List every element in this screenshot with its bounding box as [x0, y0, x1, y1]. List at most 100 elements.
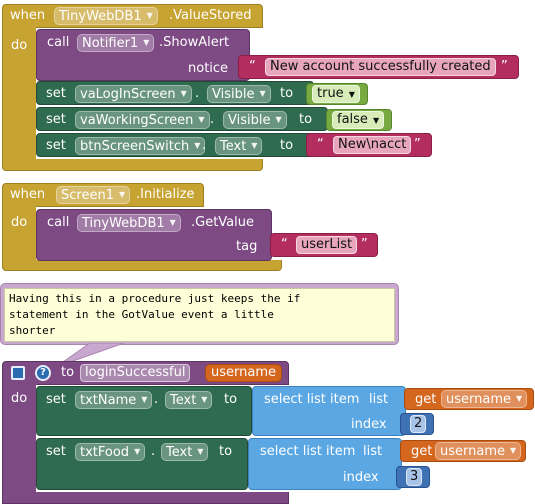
- to-keyword: to: [224, 392, 238, 407]
- procedure-block-loginsuccessful[interactable]: ? to loginSuccessful username do: [2, 361, 289, 504]
- text-block-newacct[interactable]: “ New\nacct ”: [306, 133, 432, 157]
- param-label-notice: notice: [188, 61, 229, 76]
- to-keyword: to: [280, 86, 294, 101]
- number-value-field[interactable]: 2: [410, 415, 427, 433]
- set-keyword: set: [46, 392, 66, 407]
- mutator-icon[interactable]: [11, 366, 25, 380]
- method-name: .ShowAlert: [159, 35, 230, 50]
- when-keyword: when: [10, 187, 46, 202]
- dropdown-arrow-icon: ▼: [134, 447, 141, 456]
- text-value-field[interactable]: New account successfully created: [265, 58, 496, 76]
- dot-separator: .: [151, 444, 156, 459]
- setter-block-txtfood-text[interactable]: set txtFood▼ . Text▼ to: [36, 438, 248, 490]
- logic-dropdown[interactable]: true ▼: [312, 85, 360, 103]
- index-label: index: [351, 417, 387, 432]
- component-dropdown[interactable]: btnScreenSwitch ▼: [75, 137, 206, 155]
- component-dropdown[interactable]: txtName▼: [75, 391, 153, 409]
- procedure-name-field[interactable]: loginSuccessful: [80, 364, 191, 382]
- property-dropdown[interactable]: Text ▼: [161, 443, 209, 461]
- dropdown-arrow-icon: ▼: [516, 394, 523, 403]
- get-variable-block[interactable]: get username▼: [400, 440, 526, 462]
- text-block-userlist[interactable]: “ userList ”: [270, 233, 378, 257]
- list-label: list: [369, 392, 389, 407]
- set-keyword: set: [46, 138, 66, 153]
- logic-dropdown[interactable]: false▼: [332, 111, 385, 129]
- variable-dropdown[interactable]: username ▼: [441, 390, 528, 408]
- close-quote: ”: [501, 59, 508, 74]
- logic-block-false[interactable]: false▼: [326, 109, 392, 131]
- get-variable-block[interactable]: get username▼: [404, 388, 534, 410]
- dot-separator: .: [154, 392, 159, 407]
- text-block-notice[interactable]: “ New account successfully created ”: [238, 55, 519, 79]
- call-keyword: call: [47, 215, 70, 230]
- open-quote: “: [281, 237, 288, 252]
- select-list-item-block[interactable]: select list item list index: [252, 386, 406, 436]
- component-label: vaLogInScreen: [80, 87, 176, 102]
- call-block-showalert[interactable]: call Notifier1▼ .ShowAlert notice: [36, 29, 250, 81]
- open-quote: “: [317, 137, 324, 152]
- component-label: txtFood: [80, 445, 130, 460]
- text-value-field[interactable]: New\nacct: [333, 136, 412, 154]
- property-dropdown[interactable]: Visible▼: [223, 111, 287, 129]
- close-quote: ”: [361, 237, 368, 252]
- text-value-field[interactable]: userList: [296, 236, 358, 254]
- dropdown-arrow-icon: ▼: [141, 395, 148, 404]
- variable-dropdown[interactable]: username▼: [435, 442, 522, 460]
- dropdown-arrow-icon: ▼: [510, 446, 517, 455]
- method-name: .GetValue: [191, 215, 255, 230]
- dropdown-arrow-icon: ▼: [194, 141, 201, 150]
- dropdown-arrow-icon: ▼: [118, 190, 126, 199]
- do-keyword: do: [11, 391, 28, 406]
- close-quote: ”: [414, 137, 421, 152]
- logic-label: true: [317, 86, 344, 101]
- to-keyword: to: [299, 112, 313, 127]
- dropdown-arrow-icon: ▼: [348, 90, 355, 99]
- dropdown-arrow-icon: ▼: [201, 395, 208, 404]
- property-dropdown[interactable]: Visible▼: [207, 85, 271, 103]
- index-label: index: [343, 470, 379, 485]
- component-dropdown-tinywebdb1[interactable]: TinyWebDB1▼: [77, 214, 181, 232]
- dropdown-arrow-icon: ▼: [198, 115, 205, 124]
- comment-text[interactable]: Having this in a procedure just keeps th…: [4, 288, 395, 342]
- component-dropdown-notifier1[interactable]: Notifier1 ▼: [77, 34, 155, 52]
- property-dropdown[interactable]: Text▼: [165, 391, 213, 409]
- component-label: Notifier1: [82, 36, 139, 51]
- component-label: TinyWebDB1: [82, 216, 165, 231]
- when-keyword: when: [10, 8, 46, 23]
- component-label: Screen1: [61, 188, 114, 203]
- event-block-initialize[interactable]: when Screen1▼ .Initialize do: [2, 183, 282, 271]
- event-block-valuestored[interactable]: when TinyWebDB1▼ .ValueStored do: [2, 4, 263, 171]
- dropdown-arrow-icon: ▼: [143, 38, 150, 47]
- dropdown-arrow-icon: ▼: [180, 89, 187, 98]
- setter-block-txtname-text[interactable]: set txtName▼ . Text▼ to: [36, 386, 252, 436]
- component-dropdown-tinywebdb1[interactable]: TinyWebDB1▼: [54, 7, 158, 25]
- select-list-item-label: select list item: [260, 444, 356, 459]
- component-dropdown[interactable]: vaWorkingScreen ▼: [75, 111, 210, 129]
- logic-block-true[interactable]: true ▼: [306, 83, 368, 105]
- component-label: btnScreenSwitch: [80, 139, 190, 154]
- property-label: Text: [166, 445, 193, 460]
- dot-separator: .: [202, 138, 207, 153]
- setter-block-btnscreenswitch-text[interactable]: set btnScreenSwitch ▼ . Text▼ to: [36, 133, 316, 157]
- component-label: vaWorkingScreen: [80, 113, 194, 128]
- component-label: TinyWebDB1: [59, 9, 142, 24]
- component-dropdown-screen1[interactable]: Screen1 ▼: [56, 186, 131, 204]
- dropdown-arrow-icon: ▼: [197, 447, 204, 456]
- event-name: .ValueStored: [169, 8, 252, 23]
- variable-label: username: [446, 392, 511, 407]
- select-list-item-block[interactable]: select list item list index: [248, 438, 402, 490]
- component-dropdown[interactable]: txtFood ▼: [75, 443, 146, 461]
- number-value-field[interactable]: 3: [406, 468, 423, 486]
- setter-block-valoginscreen-visible[interactable]: set vaLogInScreen▼ . Visible▼ to: [36, 81, 314, 105]
- setter-block-vaworkingscreen-visible[interactable]: set vaWorkingScreen▼ . Visible▼ to: [36, 107, 328, 131]
- component-dropdown[interactable]: vaLogInScreen ▼: [75, 85, 192, 103]
- help-icon[interactable]: ?: [35, 365, 51, 381]
- call-block-getvalue[interactable]: call TinyWebDB1▼ .GetValue tag: [36, 209, 272, 261]
- to-keyword: to: [280, 138, 294, 153]
- number-block[interactable]: 2: [400, 413, 434, 435]
- number-block[interactable]: 3: [396, 466, 430, 488]
- param-username[interactable]: username: [205, 364, 282, 382]
- event-name: .Initialize: [136, 187, 195, 202]
- dot-separator: .: [195, 86, 200, 101]
- property-dropdown[interactable]: Text▼: [215, 137, 263, 155]
